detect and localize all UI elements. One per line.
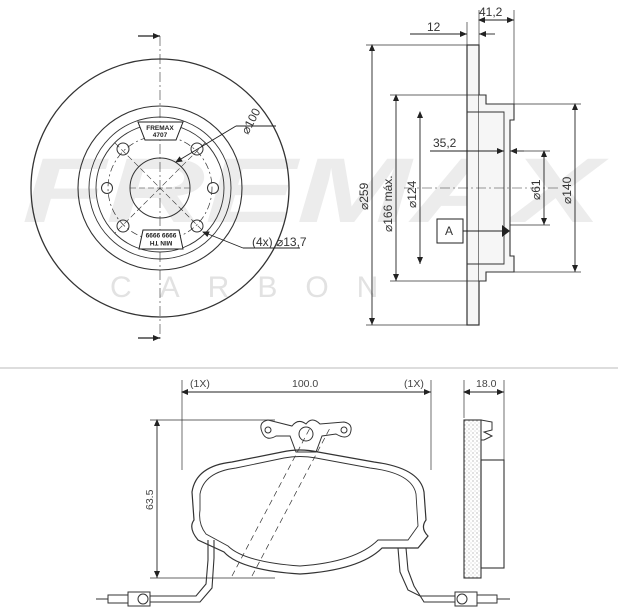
height-41-label: 41,2 [479,5,503,19]
connector-right-body [454,591,478,607]
stamp-bottom-line-2: 9999 9999 [145,231,176,238]
pad-thickness-label: 18.0 [476,378,497,390]
pcd-leader [175,125,237,163]
pad-front-view [96,380,510,607]
hat-dia-label: ⌀124 [405,180,419,208]
pad-left-qty: (1X) [190,378,210,390]
pad-width-label: 100.0 [292,378,318,390]
bolt-hole-label: (4x) ⌀13,7 [252,235,307,249]
stamp-top: FREMAX 4707 [137,121,184,141]
watermark-brand: FREMAX [22,140,609,242]
stamp-bottom-line-1: MIN TH [150,239,173,246]
stud-hole-right [207,182,219,194]
datum-triangle [502,225,510,237]
stamp-bottom: MIN TH 9999 9999 [138,229,184,250]
pad-right-qty: (1X) [404,378,424,390]
bolt-hole-bottom-right [190,219,204,233]
pad-dash-1 [231,427,311,577]
wear-wire-right [397,547,455,597]
bolt-hole-top-left [116,142,130,156]
pcd-label: ⌀100 [238,105,263,136]
wear-wire-right-2 [405,547,455,603]
pad-side-backing [480,459,505,569]
max-dia-label: ⌀166 máx. [381,175,395,232]
connector-left-body [127,591,151,607]
pad-side-view [463,380,505,579]
datum-box [436,218,464,244]
connector-left-tip [107,594,129,604]
pad-friction-outline [199,456,419,567]
hat-depth-label: 35,2 [433,136,457,150]
flange-dia-label: ⌀140 [560,176,574,204]
watermark-sub: CARBON [110,271,406,304]
wear-wire-left-2 [150,540,215,603]
pad-labels: (1X) 100.0 (1X) 18.0 63.5 [144,378,497,510]
front-labels: ⌀100 (4x) ⌀13,7 [238,105,307,249]
pad-side-clip [480,419,494,441]
connector-right-tip [476,594,498,604]
pad-clip-eye-right [340,426,348,434]
outer-dia-label: ⌀259 [357,182,371,210]
bolt-hole-top-right [190,142,204,156]
watermark: FREMAX CARBON [22,140,609,304]
disc-side-view [366,10,581,326]
disc-front-view [30,33,300,341]
pad-clip-spring [260,419,352,453]
pad-side-friction [463,419,482,579]
bore-dia-label: ⌀61 [529,179,543,200]
connector-left-ring [137,593,149,605]
pad-clip-center [298,426,314,442]
bolt-leader [202,231,244,249]
connector-right-ring [456,593,468,605]
thickness-12-label: 12 [427,20,441,34]
stamp-top-code: 4707 [153,132,168,139]
stud-hole-left [101,182,113,194]
pad-backing-plate [191,449,429,575]
stamp-top-brand: FREMAX [146,125,174,132]
side-labels: 12 41,2 ⌀259 ⌀166 máx. ⌀124 35,2 ⌀61 ⌀14… [357,5,574,238]
wear-wire-left [150,540,209,597]
pad-height-label: 63.5 [144,489,156,510]
datum-label: A [445,224,453,238]
bolt-hole-bottom-left [116,219,130,233]
pad-clip-eye-left [264,426,272,434]
pad-dash-2 [251,427,331,577]
friction-ring-section [466,44,480,326]
